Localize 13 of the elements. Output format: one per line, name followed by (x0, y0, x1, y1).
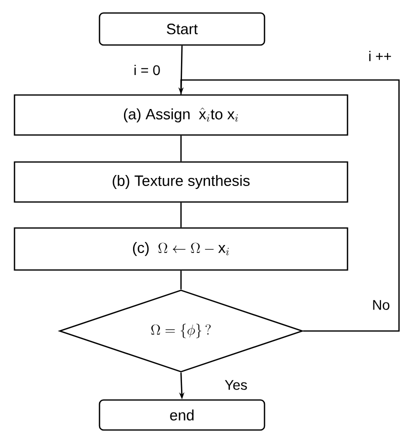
process-box: $\text{(c) }\;\Omega \leftarrow \Omega - \mathrm{x}_i$ (14, 227, 348, 271)
edge-label: No (373, 300, 390, 310)
process-box: $\text{(a) Assign }\;\hat{\mathrm{x}}_i\text{to }\mathrm{x}_i$ (14, 94, 348, 136)
edge-label: i = 0 (134, 64, 160, 76)
connector (180, 136, 182, 162)
terminal-box: end (98, 399, 266, 431)
connector (180, 46, 183, 94)
loop-label: i ++ (369, 50, 391, 62)
edge-label: Yes (224, 380, 247, 390)
terminal-box: Start (98, 12, 266, 46)
connector (180, 270, 182, 290)
process-box: (b) Texture synthesis (14, 161, 348, 203)
connector (180, 202, 182, 228)
